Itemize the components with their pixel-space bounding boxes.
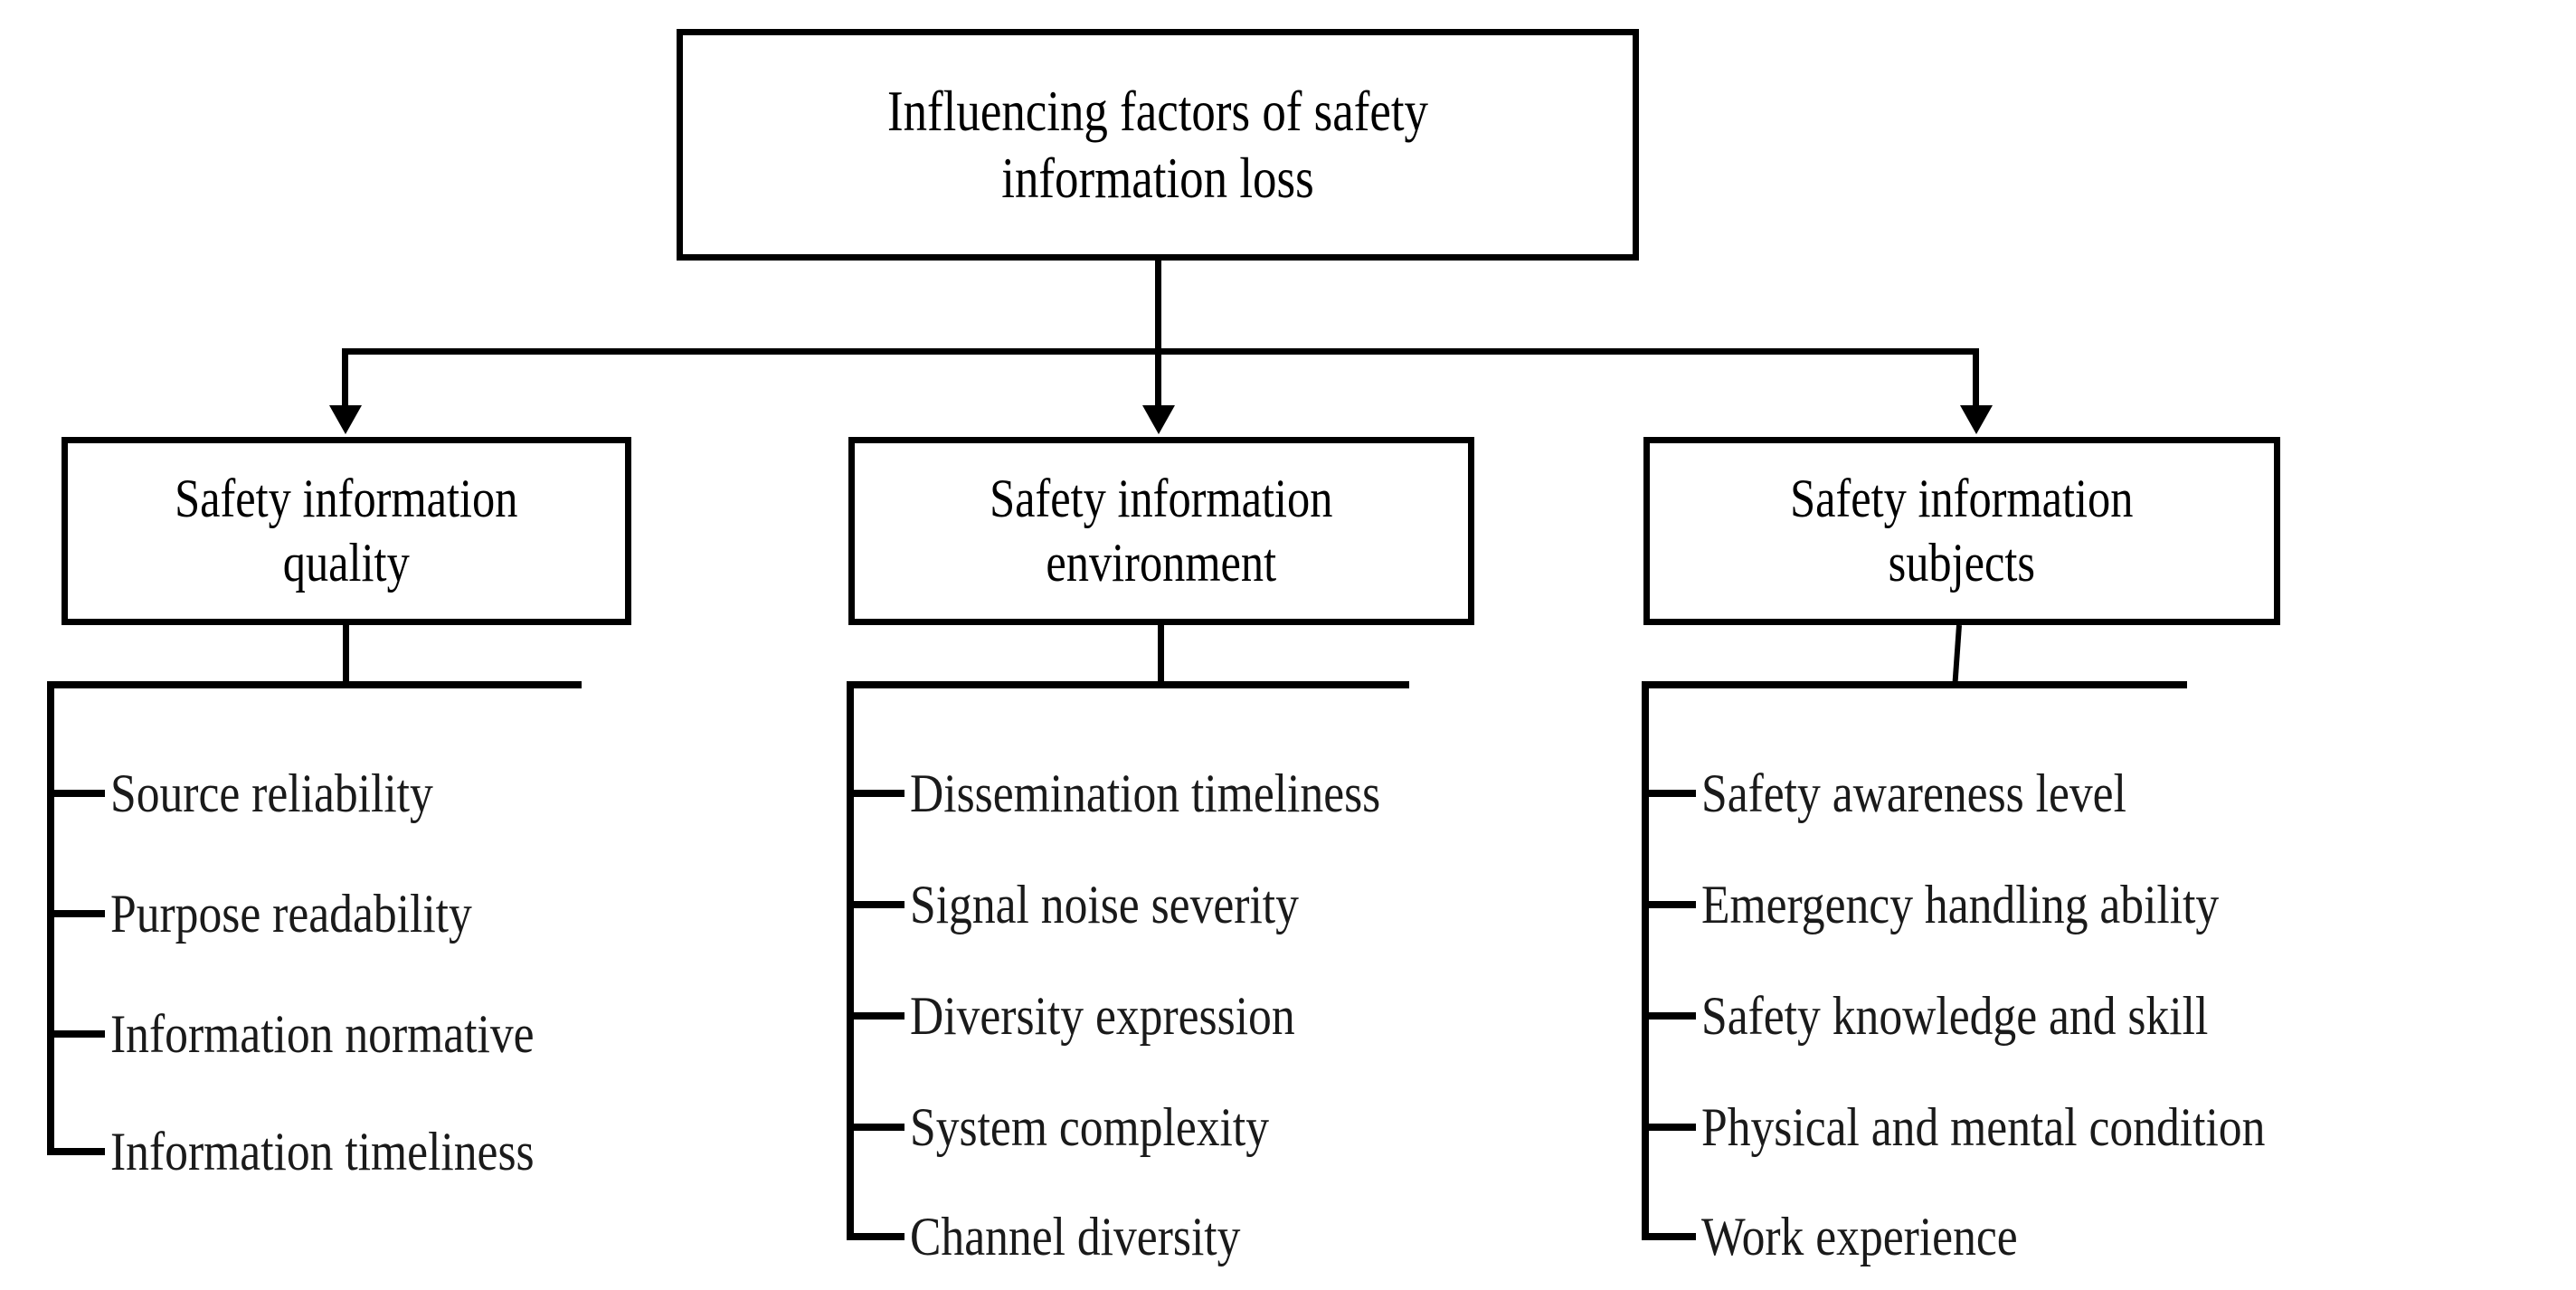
leaf-item-label: Purpose readability [110,884,472,944]
leaf-tick-icon [847,1233,904,1240]
category-node-safety-information-environment[interactable]: Safety information environment [848,437,1474,625]
category-node-label-0: Safety information quality [175,469,518,593]
leaf-tick-icon [1642,1124,1696,1131]
leaf-item-label: Safety awareness level [1701,764,2126,823]
leaf-tick-icon [1642,1233,1696,1240]
leaf-tick-icon [47,910,105,917]
category-stub-2 [1952,624,1962,686]
leaf-item-label: Information timeliness [110,1122,535,1181]
category-stub-1 [1158,625,1164,685]
branch-drop-0 [342,348,348,408]
leaf-tick-icon [47,790,105,797]
category-node-safety-information-subjects[interactable]: Safety information subjects [1643,437,2280,625]
leaf-toprail-1 [847,681,1409,688]
leaf-item-label: Source reliability [110,764,433,823]
leaf-item-label: Emergency handling ability [1701,875,2220,934]
leaf-tick-icon [47,1148,105,1155]
leaf-tick-icon [1642,790,1696,797]
arrow-head-icon-1 [1142,405,1175,434]
category-stub-0 [343,625,349,685]
arrow-head-icon-2 [1960,405,1993,434]
leaf-item-label: Diversity expression [910,986,1295,1046]
branch-drop-1 [1155,348,1161,408]
branch-drop-2 [1973,348,1979,408]
leaf-item-label: System complexity [910,1097,1270,1157]
leaf-spine-2 [1642,681,1649,1240]
category-node-label-1: Safety information environment [990,469,1333,593]
leaf-tick-icon [1642,901,1696,908]
leaf-tick-icon [847,790,904,797]
leaf-item-label: Signal noise severity [910,875,1299,934]
leaf-item-label: Physical and mental condition [1701,1097,2266,1157]
leaf-tick-icon [47,1030,105,1038]
leaf-tick-icon [1642,1012,1696,1020]
root-stem-line [1155,261,1161,355]
leaf-toprail-2 [1642,681,2187,688]
root-node-label: Influencing factors of safety informatio… [886,79,1429,210]
leaf-item-label: Work experience [1701,1207,2018,1266]
category-node-label-2: Safety information subjects [1790,469,2134,593]
leaf-item-label: Dissemination timeliness [910,764,1381,823]
leaf-item-label: Information normative [110,1004,535,1064]
leaf-toprail-0 [47,681,582,688]
leaf-tick-icon [847,1124,904,1131]
leaf-spine-0 [47,681,54,1155]
leaf-tick-icon [847,1012,904,1020]
leaf-spine-1 [847,681,854,1240]
leaf-item-label: Channel diversity [910,1207,1241,1266]
arrow-head-icon-0 [329,405,362,434]
leaf-item-label: Safety knowledge and skill [1701,986,2209,1046]
leaf-tick-icon [847,901,904,908]
category-node-safety-information-quality[interactable]: Safety information quality [62,437,631,625]
root-node-influencing-factors[interactable]: Influencing factors of safety informatio… [677,29,1639,261]
